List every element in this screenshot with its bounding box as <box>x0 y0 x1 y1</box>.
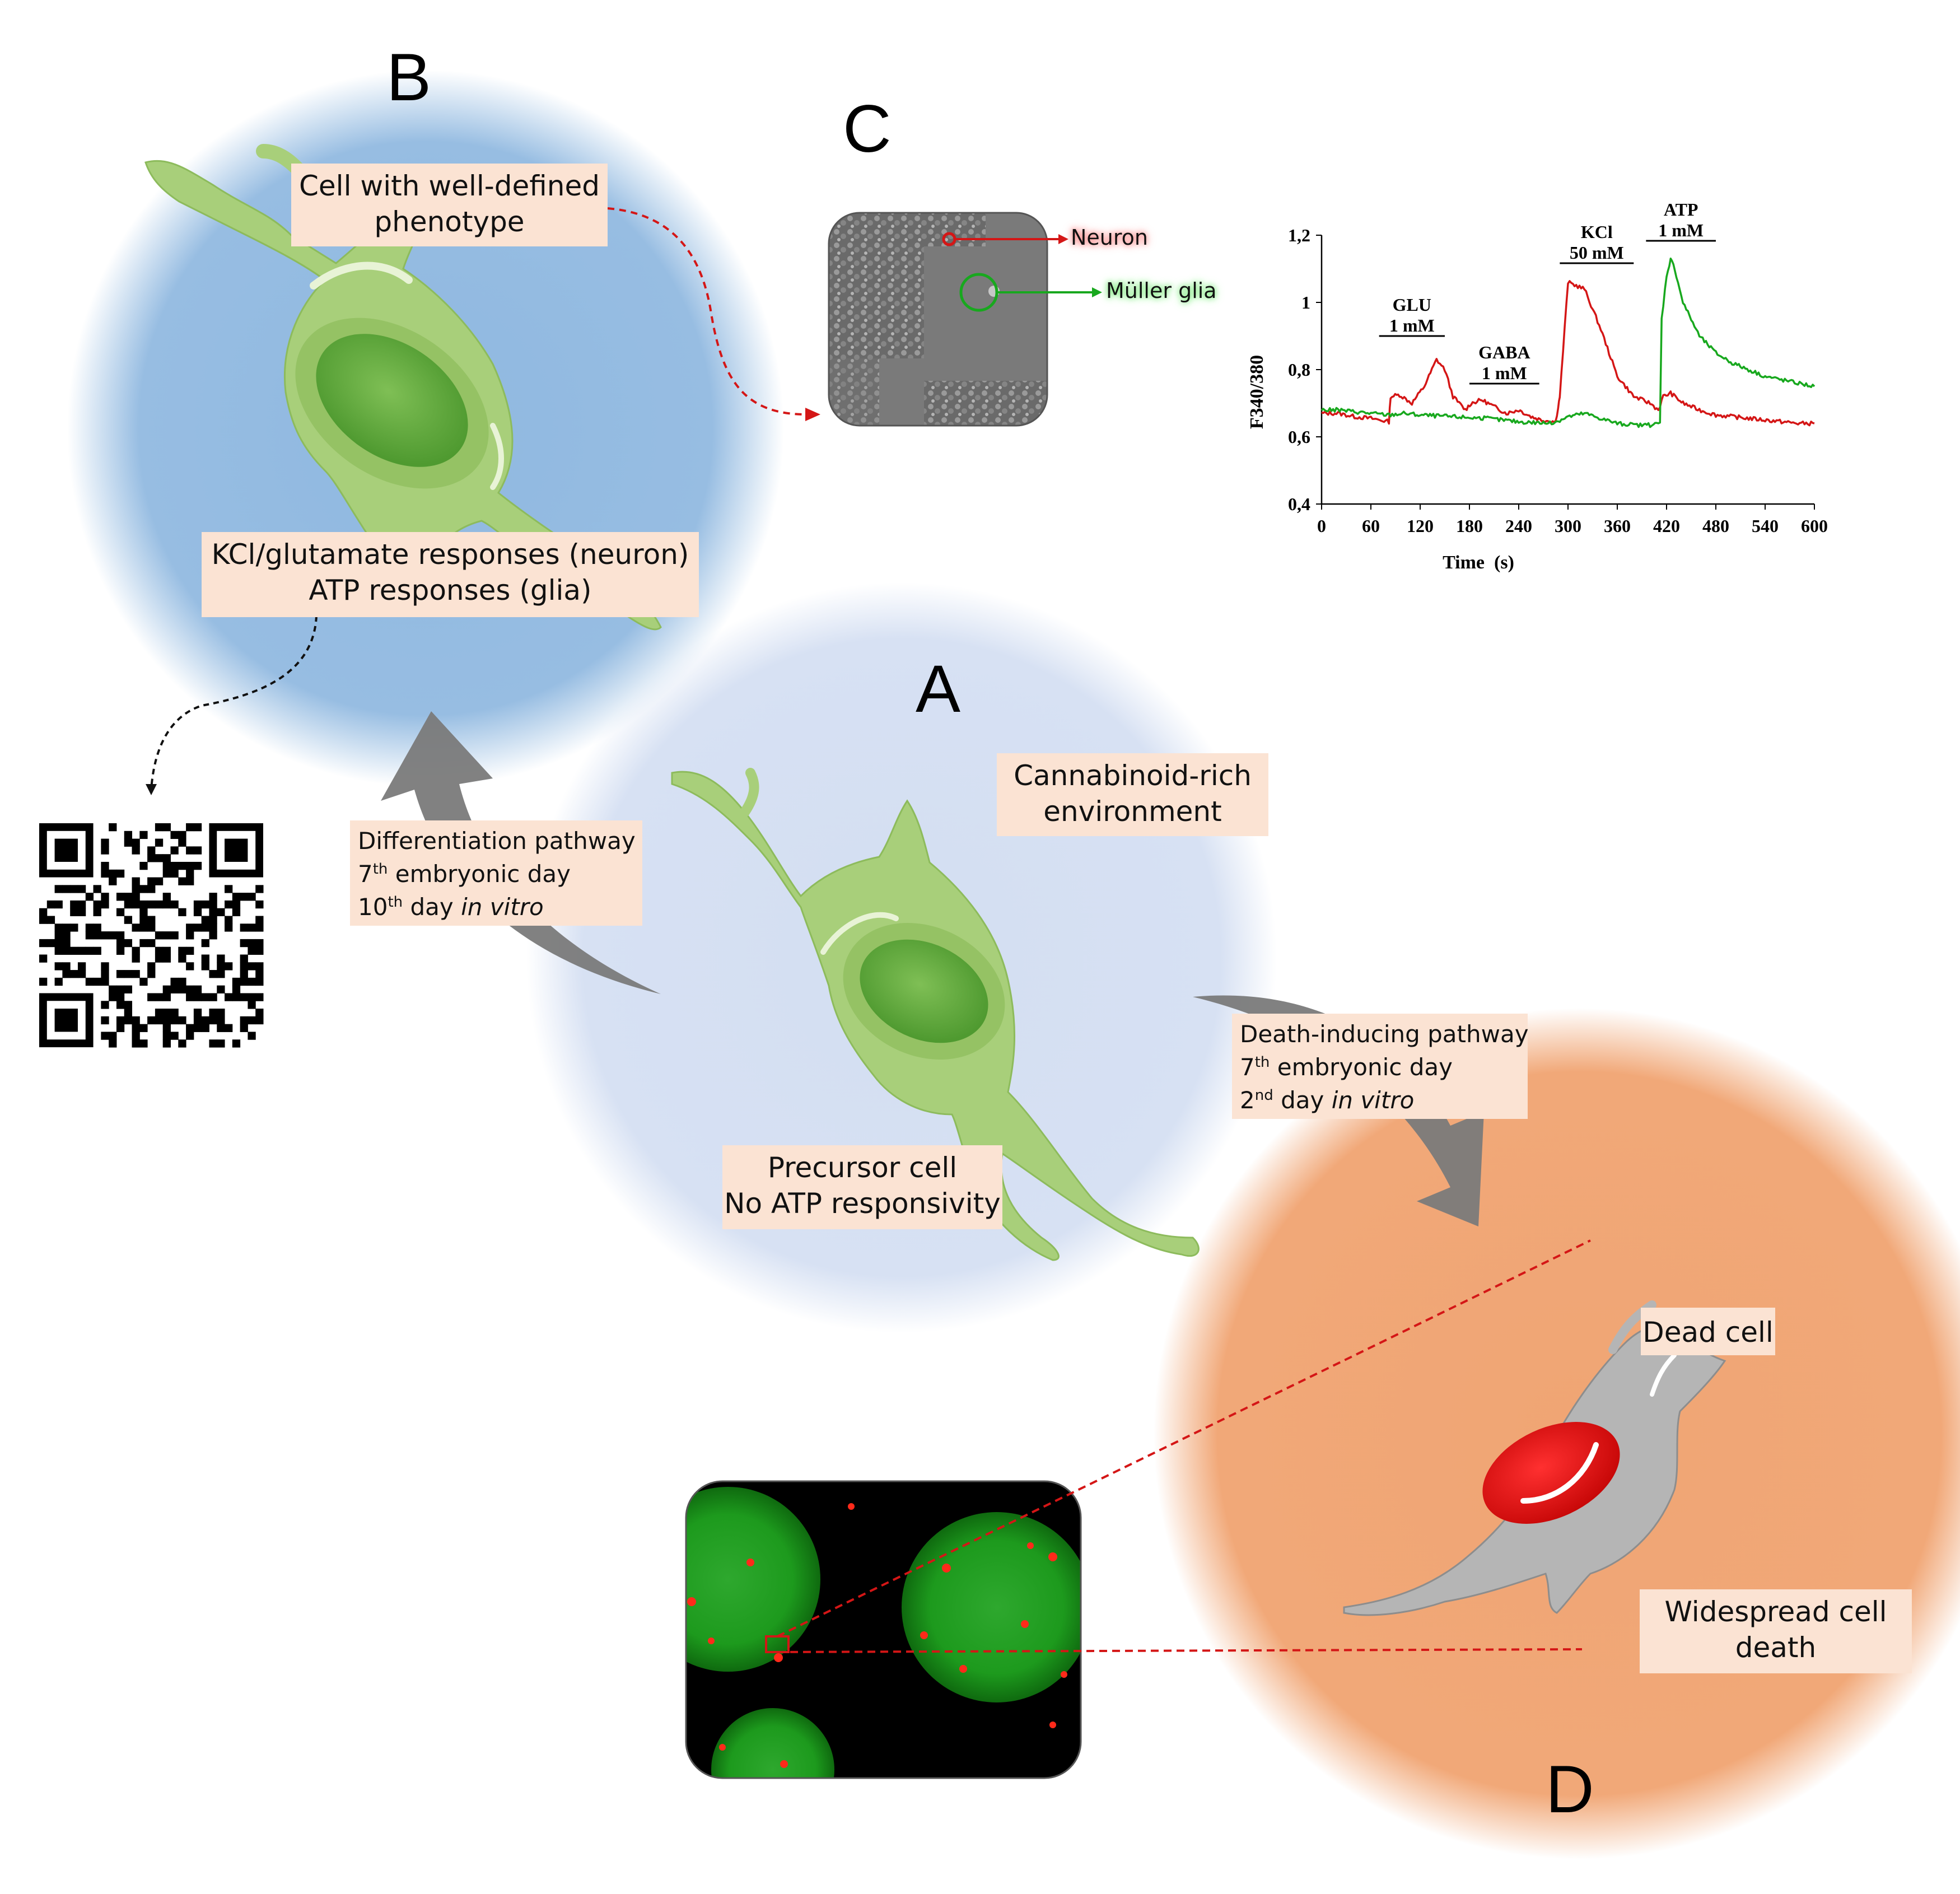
panel-label-c: C <box>843 91 892 166</box>
differentiation-line-3: 10th day in vitro <box>358 891 634 924</box>
neuron-pointer-head <box>1058 234 1068 244</box>
responses-label: KCl/glutamate responses (neuron) ATP res… <box>202 532 699 617</box>
diff-day-text: embryonic day <box>388 860 571 888</box>
glia-trace <box>1320 257 1816 428</box>
neuron-callout: Neuron <box>1071 225 1149 250</box>
x-tick-label: 360 <box>1604 516 1631 536</box>
cannabinoid-line-1: Cannabinoid-rich <box>1014 759 1252 792</box>
stimulus-name: ATP <box>1664 199 1698 220</box>
dic-micrograph-frame <box>828 212 1048 427</box>
death-vitro-text: day <box>1273 1086 1332 1114</box>
y-tick-label: 0,8 <box>1288 360 1310 380</box>
diff-vitro-text: day <box>403 893 461 921</box>
widespread-line-1: Widespread cell <box>1664 1596 1887 1628</box>
x-tick-label: 240 <box>1505 516 1532 536</box>
chart-series <box>1320 257 1816 428</box>
well-defined-line-1: Cell with well-defined <box>299 170 600 202</box>
cannabinoid-environment-label: Cannabinoid-rich environment <box>997 753 1268 836</box>
well-defined-line-2: phenotype <box>374 206 525 238</box>
death-line-2: 7th embryonic day <box>1240 1051 1520 1084</box>
panel-label-d: D <box>1546 1752 1594 1827</box>
qr-connector-head <box>146 784 157 795</box>
death-vitro-italic: in vitro <box>1331 1086 1415 1114</box>
panel-label-b: B <box>386 40 432 115</box>
zoom-line-top <box>777 1239 1591 1638</box>
stimulus-dose: 1 mM <box>1389 315 1435 335</box>
differentiation-pathway-label: Differentiation pathway 7th embryonic da… <box>350 820 642 926</box>
x-tick-label: 420 <box>1653 516 1680 536</box>
calcium-imaging-chart: 0,4 0,6 0,8 1 1,2 0 60 120 180 240 300 360 420 480 540… <box>1247 199 1828 573</box>
stimulus-dose: 1 mM <box>1658 220 1704 240</box>
stimulus-name: GABA <box>1478 342 1530 362</box>
y-tick-label: 0,4 <box>1288 494 1310 514</box>
muller-glia-pointer-head <box>1092 287 1102 297</box>
y-tick-label: 0,6 <box>1288 427 1310 447</box>
x-tick-label: 540 <box>1752 516 1779 536</box>
death-line-1: Death-inducing pathway <box>1240 1020 1529 1048</box>
y-axis-label: F340/380 <box>1247 355 1267 429</box>
panel-label-a: A <box>916 651 961 726</box>
precursor-cell-label: Precursor cell No ATP responsivity <box>722 1145 1002 1229</box>
fluorescence-micrograph-frame <box>685 1480 1082 1779</box>
death-vitro-suffix: nd <box>1254 1086 1273 1104</box>
x-tick-label: 180 <box>1456 516 1483 536</box>
stimulus-name: KCl <box>1581 222 1613 242</box>
death-line-3: 2nd day in vitro <box>1240 1084 1520 1117</box>
stimulus-dose: 1 mM <box>1482 363 1527 383</box>
dead-cell-illustration <box>1343 1300 1726 1616</box>
differentiation-line-1: Differentiation pathway <box>358 827 636 855</box>
chart-axes: 0,4 0,6 0,8 1 1,2 0 60 120 180 240 300 360 420 480 540… <box>1247 225 1828 573</box>
precursor-line-1: Precursor cell <box>767 1151 958 1184</box>
muller-glia-callout: Müller glia <box>1106 278 1217 303</box>
precursor-line-2: No ATP responsivity <box>724 1187 1001 1220</box>
death-day-suffix: th <box>1254 1053 1270 1071</box>
stimulus-name: GLU <box>1393 295 1431 315</box>
y-tick-label: 1,2 <box>1288 225 1310 245</box>
diff-vitro-italic: in vitro <box>461 893 544 921</box>
stimulus-dose: 50 mM <box>1570 242 1624 263</box>
diff-day-suffix: th <box>372 860 388 878</box>
diff-vitro-number: 10 <box>358 893 388 921</box>
widespread-death-label: Widespread cell death <box>1640 1589 1912 1673</box>
responses-line-2: ATP responses (glia) <box>309 574 592 607</box>
death-day-text: embryonic day <box>1270 1053 1453 1081</box>
death-vitro-number: 2 <box>1240 1086 1255 1114</box>
differentiated-cell-illustration <box>144 144 662 631</box>
cannabinoid-line-2: environment <box>1043 795 1222 828</box>
dic-micrograph <box>829 213 1047 426</box>
x-tick-label: 600 <box>1801 516 1828 536</box>
dead-cell-text: Dead cell <box>1642 1316 1774 1349</box>
diff-day-number: 7 <box>358 860 373 888</box>
phenotype-to-photo-connector <box>607 207 807 416</box>
death-pathway-label: Death-inducing pathway 7th embryonic day… <box>1232 1014 1529 1119</box>
well-defined-phenotype-label: Cell with well-defined phenotype <box>291 164 608 246</box>
precursor-cell-illustration <box>671 768 1200 1261</box>
x-axis-label: Time (s) <box>1443 552 1514 573</box>
x-tick-label: 120 <box>1407 516 1434 536</box>
x-tick-label: 300 <box>1555 516 1581 536</box>
qr-code <box>34 818 269 1053</box>
responses-line-1: KCl/glutamate responses (neuron) <box>211 538 689 571</box>
widespread-line-2: death <box>1735 1631 1817 1664</box>
x-tick-label: 60 <box>1362 516 1380 536</box>
x-tick-label: 480 <box>1702 516 1729 536</box>
phenotype-connector-head <box>805 408 820 421</box>
x-tick-label: 0 <box>1317 516 1326 536</box>
differentiation-arrow <box>381 711 661 994</box>
differentiation-line-2: 7th embryonic day <box>358 858 634 891</box>
qr-connector <box>150 615 318 790</box>
diff-vitro-suffix: th <box>388 893 403 911</box>
neuron-trace <box>1321 280 1815 427</box>
y-tick-label: 1 <box>1301 292 1310 312</box>
death-day-number: 7 <box>1240 1053 1255 1081</box>
zoom-line-bottom <box>777 1648 1583 1653</box>
fluorescence-micrograph <box>686 1481 1081 1778</box>
dead-cell-label: Dead cell <box>1641 1308 1775 1355</box>
